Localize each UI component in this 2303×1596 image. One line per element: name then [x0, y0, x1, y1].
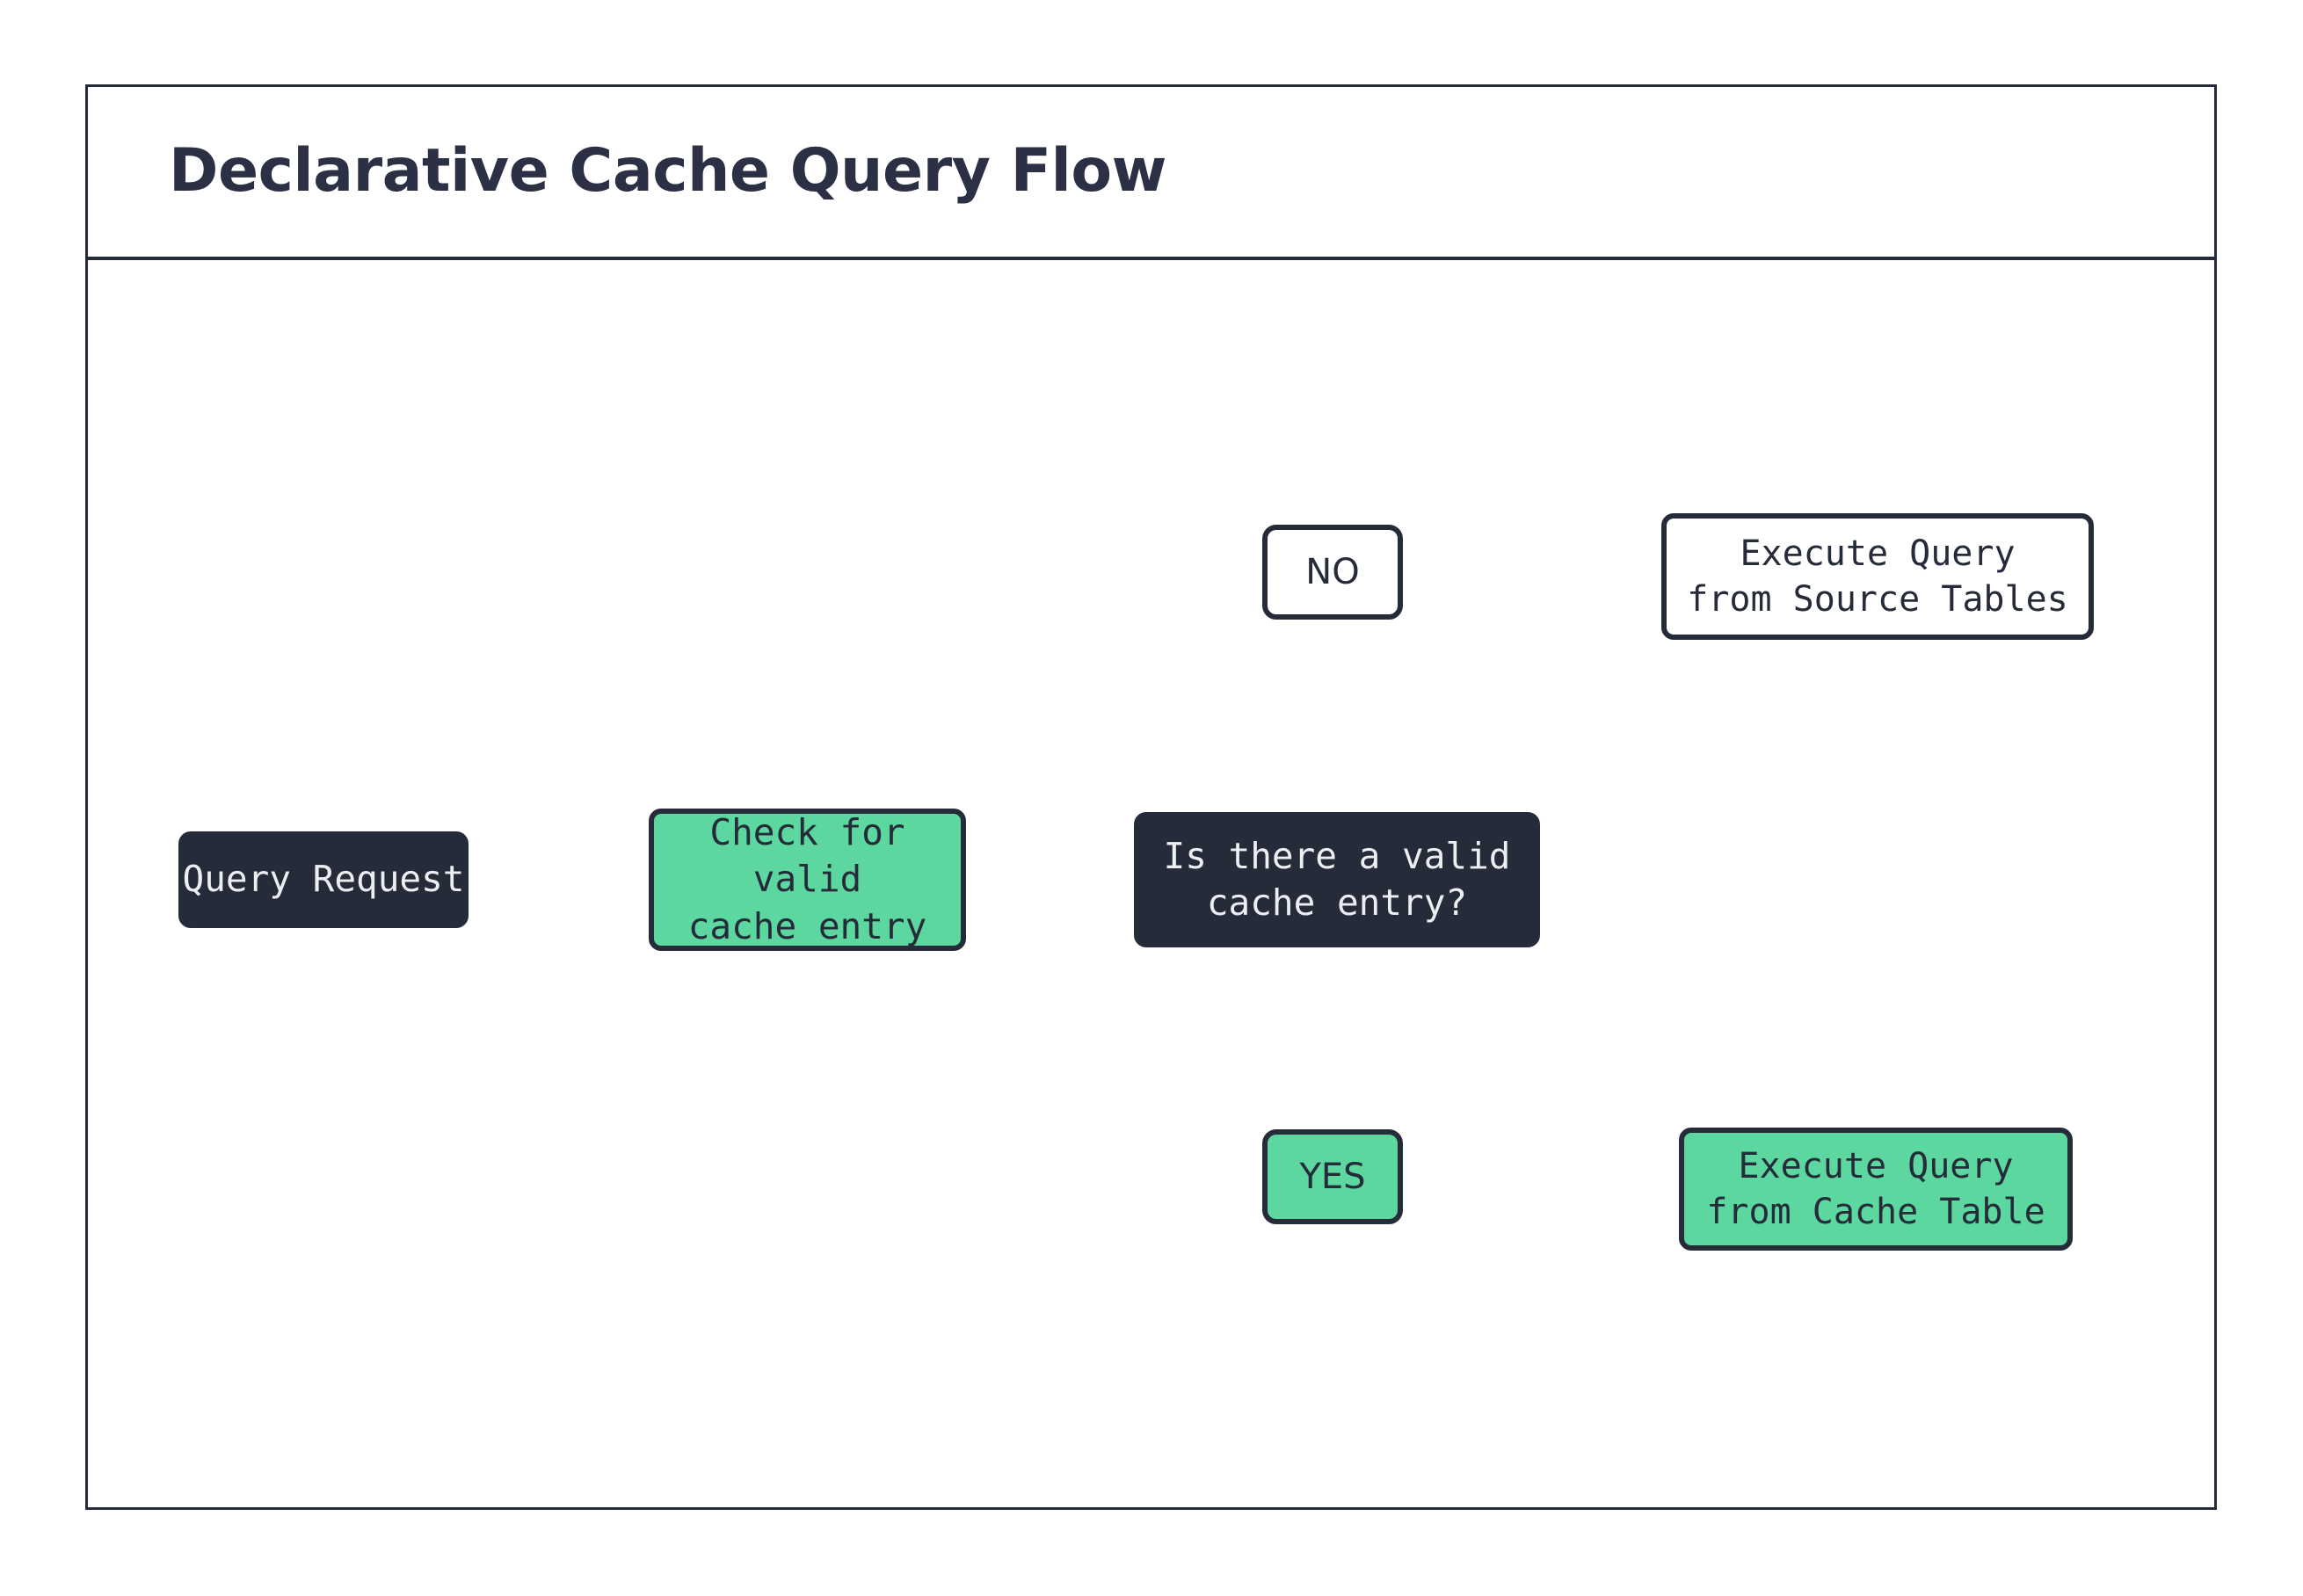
edge-label-yes[interactable]: YES — [1262, 1129, 1403, 1224]
node-query-request[interactable]: Query Request — [178, 831, 469, 928]
page-title: Declarative Cache Query Flow — [169, 135, 1166, 206]
node-execute-query-cache-table[interactable]: Execute Query from Cache Table — [1679, 1128, 2073, 1251]
edge-label-no[interactable]: NO — [1262, 525, 1403, 620]
diagram-frame — [85, 84, 2217, 1510]
node-check-cache-entry[interactable]: Check for valid cache entry — [649, 809, 966, 951]
node-decision-valid-cache-entry[interactable]: Is there a valid cache entry? — [1134, 812, 1540, 947]
node-execute-query-source-tables[interactable]: Execute Query from Source Tables — [1661, 513, 2094, 640]
title-bar: Declarative Cache Query Flow — [85, 84, 2217, 260]
